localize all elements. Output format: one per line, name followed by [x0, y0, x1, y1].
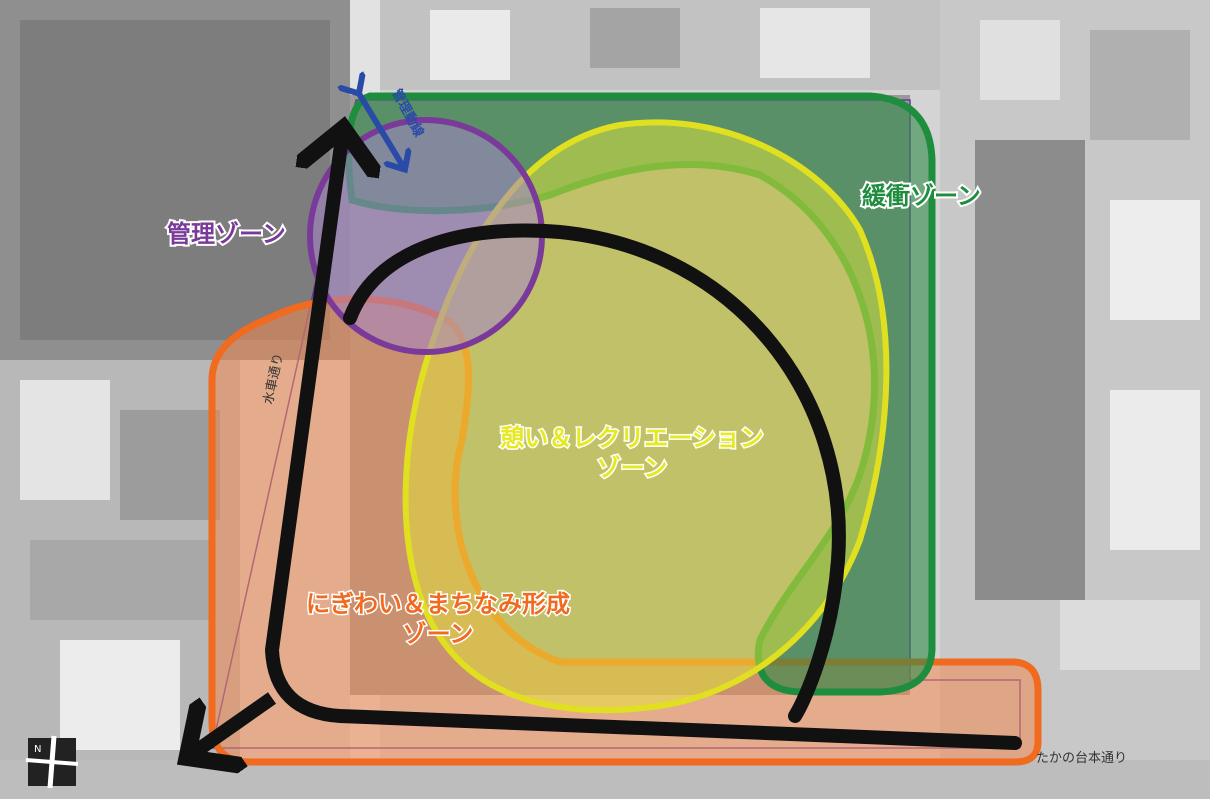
recreation-zone-label-line2: ゾーン: [597, 454, 668, 482]
main-axis-arrow: [264, 138, 1022, 750]
recreation-zone-label-line1: 憩い＆レクリエーション: [500, 424, 764, 452]
management-zone-label: 管理ゾーン: [167, 220, 286, 248]
management-access-arrow: [358, 92, 404, 168]
sw-diagonal-arrow: [195, 692, 277, 752]
buffer-zone-label: 緩衝ゾーン: [862, 182, 981, 210]
circulation-flow-arrows: [195, 138, 1022, 752]
bustle-zone-label-line2: ゾーン: [403, 620, 474, 648]
north-letter: N: [34, 744, 41, 755]
central-arc-flow: [343, 223, 846, 723]
north-arrow-icon: N: [25, 735, 79, 789]
south-road-label: たかの台本通り: [1036, 751, 1127, 766]
bustle-zone-label-line1: にぎわい＆まちなみ形成: [306, 590, 570, 618]
